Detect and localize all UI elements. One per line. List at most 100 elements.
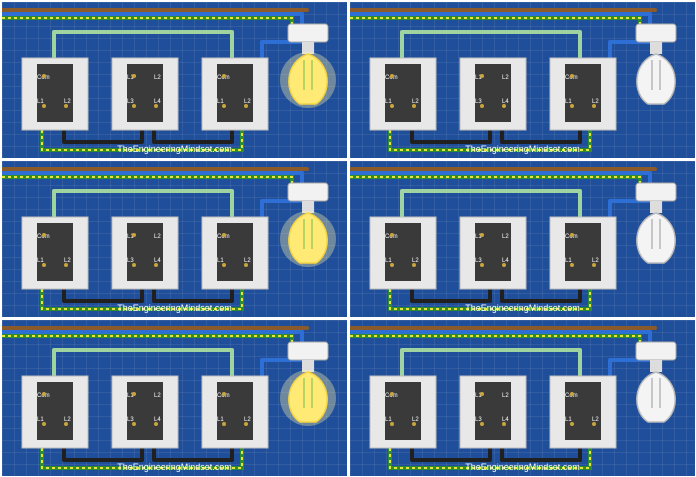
terminal-screw xyxy=(570,263,574,267)
traveller-wire xyxy=(500,120,582,144)
switch-body xyxy=(565,223,601,281)
neutral-wire xyxy=(350,171,652,185)
strapper-wire xyxy=(400,189,582,243)
earth-wire xyxy=(350,16,642,28)
terminal-screw xyxy=(222,233,226,237)
ceiling-rose xyxy=(287,182,329,202)
strapper-wire xyxy=(400,30,582,84)
terminal-label: Com xyxy=(217,234,230,240)
terminal-screw xyxy=(502,263,506,267)
ceiling-rose xyxy=(287,23,329,43)
lamp-filament xyxy=(651,60,661,90)
switch-body xyxy=(127,223,163,281)
watermark: TheEngineeringMindset.com xyxy=(465,462,580,472)
terminal-label: L2 xyxy=(64,417,71,423)
terminal-label: L3 xyxy=(127,258,134,264)
switch-body xyxy=(37,382,73,440)
earth-wire xyxy=(2,175,294,187)
terminal-screw xyxy=(222,392,226,396)
lamp-holder xyxy=(302,42,314,54)
earth-wire-stripe xyxy=(389,448,591,469)
switch-body xyxy=(385,382,421,440)
terminal-label: L2 xyxy=(502,234,509,240)
terminal-label: L2 xyxy=(154,393,161,399)
switch-body xyxy=(565,382,601,440)
ceiling-rose xyxy=(635,23,677,43)
terminal-screw xyxy=(244,263,248,267)
terminal-screw xyxy=(570,104,574,108)
strapper-wire xyxy=(52,30,234,84)
switch-body xyxy=(37,223,73,281)
terminal-label: L4 xyxy=(502,99,509,105)
terminal-label: L1 xyxy=(385,99,392,105)
terminal-label: L3 xyxy=(127,417,134,423)
terminal-label: Com xyxy=(565,234,578,240)
lamp-filament xyxy=(303,219,313,249)
switch-body xyxy=(385,223,421,281)
lamp-holder xyxy=(302,201,314,213)
terminal-label: L1 xyxy=(37,258,44,264)
lamp-filament xyxy=(651,219,661,249)
terminal-screw xyxy=(222,104,226,108)
terminal-label: L2 xyxy=(592,258,599,264)
terminal-label: L2 xyxy=(244,417,251,423)
lamp-off-icon xyxy=(636,212,676,264)
lamp-holder xyxy=(650,201,662,213)
terminal-screw xyxy=(390,74,394,78)
watermark: TheEngineeringMindset.com xyxy=(465,303,580,313)
switch-body xyxy=(127,382,163,440)
traveller-wire xyxy=(152,438,234,462)
terminal-screw xyxy=(502,422,506,426)
terminal-screw xyxy=(480,422,484,426)
terminal-screw xyxy=(42,422,46,426)
terminal-label: L2 xyxy=(502,75,509,81)
earth-wire xyxy=(2,16,294,28)
terminal-label: L3 xyxy=(475,99,482,105)
lamp-off-icon xyxy=(636,53,676,105)
terminal-label: L2 xyxy=(502,393,509,399)
lamp-on-icon xyxy=(288,212,328,264)
terminal-screw xyxy=(42,263,46,267)
terminal-label: L1 xyxy=(37,99,44,105)
traveller-wire xyxy=(410,279,492,303)
terminal-screw xyxy=(132,233,136,237)
terminal-label: L2 xyxy=(154,234,161,240)
neutral-wire xyxy=(2,330,304,344)
watermark: TheEngineeringMindset.com xyxy=(465,144,580,154)
watermark: TheEngineeringMindset.com xyxy=(117,303,232,313)
terminal-label: L3 xyxy=(475,417,482,423)
terminal-screw xyxy=(222,422,226,426)
terminal-label: L1 xyxy=(565,258,572,264)
earth-wire-stripe xyxy=(41,448,243,469)
terminal-screw xyxy=(154,263,158,267)
earth-wire-stripe xyxy=(41,289,243,310)
traveller-wire xyxy=(500,438,582,462)
switch-body xyxy=(37,64,73,122)
terminal-screw xyxy=(502,104,506,108)
terminal-screw xyxy=(64,263,68,267)
lamp-holder xyxy=(650,42,662,54)
strapper-wire xyxy=(52,348,234,402)
terminal-screw xyxy=(592,104,596,108)
terminal-screw xyxy=(244,422,248,426)
lamp-glow xyxy=(280,211,336,267)
strapper-wire xyxy=(400,348,582,402)
terminal-label: L1 xyxy=(217,258,224,264)
terminal-label: L1 xyxy=(37,417,44,423)
